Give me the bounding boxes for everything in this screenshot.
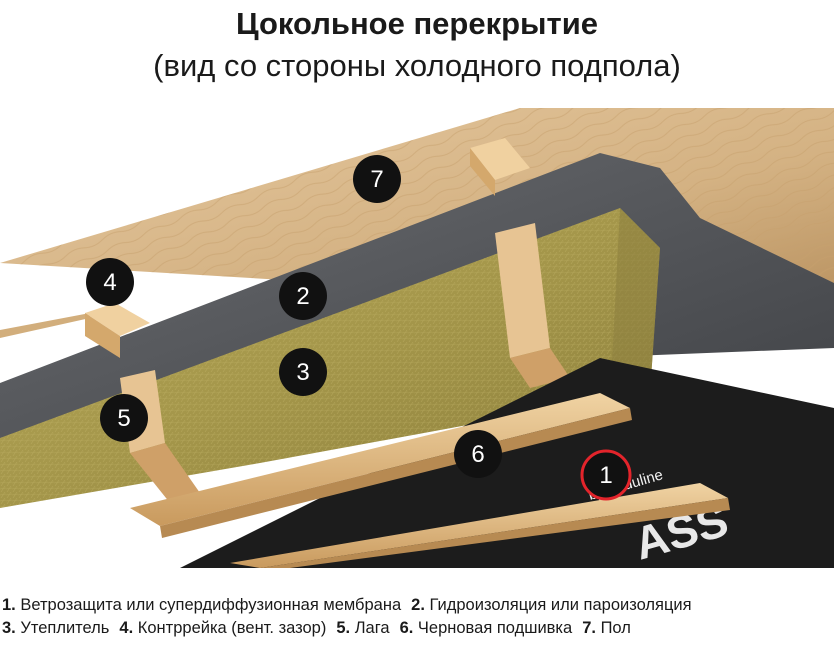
svg-text:1: 1 xyxy=(599,462,612,489)
marker-2: 2 xyxy=(279,272,327,320)
marker-6: 6 xyxy=(454,430,502,478)
legend-item-6: 6. Черновая подшивка xyxy=(399,619,573,637)
marker-5: 5 xyxy=(100,394,148,442)
page-subtitle: (вид со стороны холодного подпола) xyxy=(153,48,681,83)
marker-7: 7 xyxy=(353,155,401,203)
mineral-wool-insulation xyxy=(0,208,660,508)
marker-3: 3 xyxy=(279,348,327,396)
counter-battens xyxy=(85,138,530,358)
legend-item-3: 3. Утеплитель xyxy=(2,619,110,637)
legend-item-1: 1. Ветрозащита или супердиффузионная мем… xyxy=(2,596,402,614)
marker-4: 4 xyxy=(86,258,134,306)
legend-item-5: 5. Лага xyxy=(336,619,390,637)
legend-line-1: 1. Ветрозащита или супердиффузионная мем… xyxy=(0,594,834,617)
legend-item-2: 2. Гидроизоляция или пароизоляция xyxy=(411,596,692,614)
svg-text:2: 2 xyxy=(296,283,309,310)
svg-text:4: 4 xyxy=(103,269,116,296)
page-title: Цокольное перекрытие xyxy=(235,6,599,41)
legend-line-2: 3. Утеплитель 4. Контррейка (вент. зазор)… xyxy=(0,617,834,640)
legend-item-4: 4. Контррейка (вент. зазор) xyxy=(119,619,327,637)
svg-text:3: 3 xyxy=(296,359,309,386)
sheathing-laths xyxy=(130,393,730,568)
svg-text:7: 7 xyxy=(370,166,383,193)
legend-item-7: 7. Пол xyxy=(582,619,631,637)
legend: 1. Ветрозащита или супердиффузионная мем… xyxy=(0,594,834,640)
marker-1: 1 xyxy=(580,449,632,501)
svg-text:5: 5 xyxy=(117,405,130,432)
svg-text:6: 6 xyxy=(471,441,484,468)
floor-construction-illustration: by onduline ASS 7 4 2 3 5 xyxy=(0,108,834,568)
